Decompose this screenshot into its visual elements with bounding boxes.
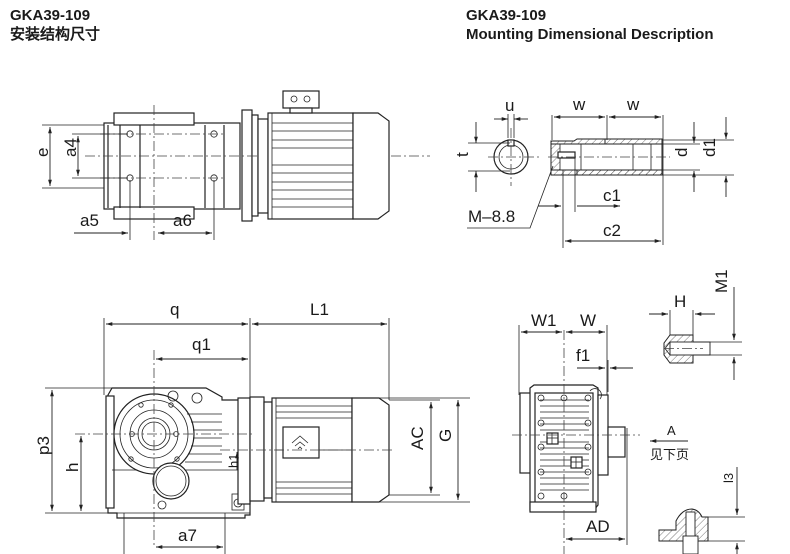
dim-label-t: t xyxy=(453,152,472,157)
side-fins xyxy=(540,399,589,491)
dim-label-G: G xyxy=(436,429,455,442)
dim-label-M1: M1 xyxy=(712,269,731,293)
model-code-en: GKA39-109 xyxy=(466,7,547,24)
dim-label-a7: a7 xyxy=(178,526,197,545)
bolt-hole-detail: H M1 xyxy=(649,269,742,380)
subtitle-english: Mounting Dimensional Description xyxy=(466,26,714,43)
dim-label-a6: a6 xyxy=(173,211,192,230)
side-view: W1 W f1 AD xyxy=(512,311,640,554)
dim-label-H: H xyxy=(674,292,686,311)
dim-label-a5: a5 xyxy=(80,211,99,230)
gearbox-housing-top xyxy=(103,122,241,210)
dim-label-d: d xyxy=(672,148,691,157)
dim-label-a4: a4 xyxy=(61,138,80,157)
dim-label-h1: h1 xyxy=(226,454,241,468)
dim-label-L1: L1 xyxy=(310,300,329,319)
dim-label-q: q xyxy=(170,300,179,319)
dim-label-l3: l3 xyxy=(721,473,736,483)
terminal-box xyxy=(282,90,320,109)
top-view: e a4 a5 a6 xyxy=(33,90,430,240)
dim-label-u: u xyxy=(505,96,514,115)
subtitle-chinese: 安装结构尺寸 xyxy=(10,26,101,43)
dim-label-f1: f1 xyxy=(576,346,590,365)
dim-label-h: h xyxy=(63,463,82,472)
model-code: GKA39-109 xyxy=(10,7,91,24)
view-letter: A xyxy=(667,423,676,438)
bolt-grade-label: M–8.8 xyxy=(468,207,515,226)
motor-fins xyxy=(272,122,353,208)
front-view: q q1 L1 p3 h h1 a7 AC G xyxy=(34,300,470,554)
dim-label-w-right: w xyxy=(626,95,640,114)
view-reference-a: A 见下页 xyxy=(650,423,689,462)
dim-label-c2: c2 xyxy=(603,221,621,240)
hollow-shaft-detail: u t w w d d1 xyxy=(453,95,734,248)
title-block-chinese: GKA39-109 安装结构尺寸 xyxy=(10,6,100,44)
dim-label-d1: d1 xyxy=(700,138,719,157)
see-next-page-note: 见下页 xyxy=(650,447,689,462)
brand-logo-icon xyxy=(291,435,309,450)
dim-label-e: e xyxy=(33,148,52,157)
dim-label-c1: c1 xyxy=(603,186,621,205)
motor-top-view xyxy=(257,90,390,220)
dim-label-p3: p3 xyxy=(34,436,53,455)
dim-label-q1: q1 xyxy=(192,335,211,354)
gear-fins xyxy=(185,413,222,463)
dim-label-W1: W1 xyxy=(531,311,557,330)
dim-label-w-left: w xyxy=(572,95,586,114)
dim-label-AD: AD xyxy=(586,517,610,536)
dim-label-AC: AC xyxy=(408,426,427,450)
title-block-english: GKA39-109 Mounting Dimensional Descripti… xyxy=(466,6,714,44)
fan-cover xyxy=(352,112,390,220)
foot-detail: l3 xyxy=(658,467,745,554)
dim-label-W: W xyxy=(580,311,596,330)
